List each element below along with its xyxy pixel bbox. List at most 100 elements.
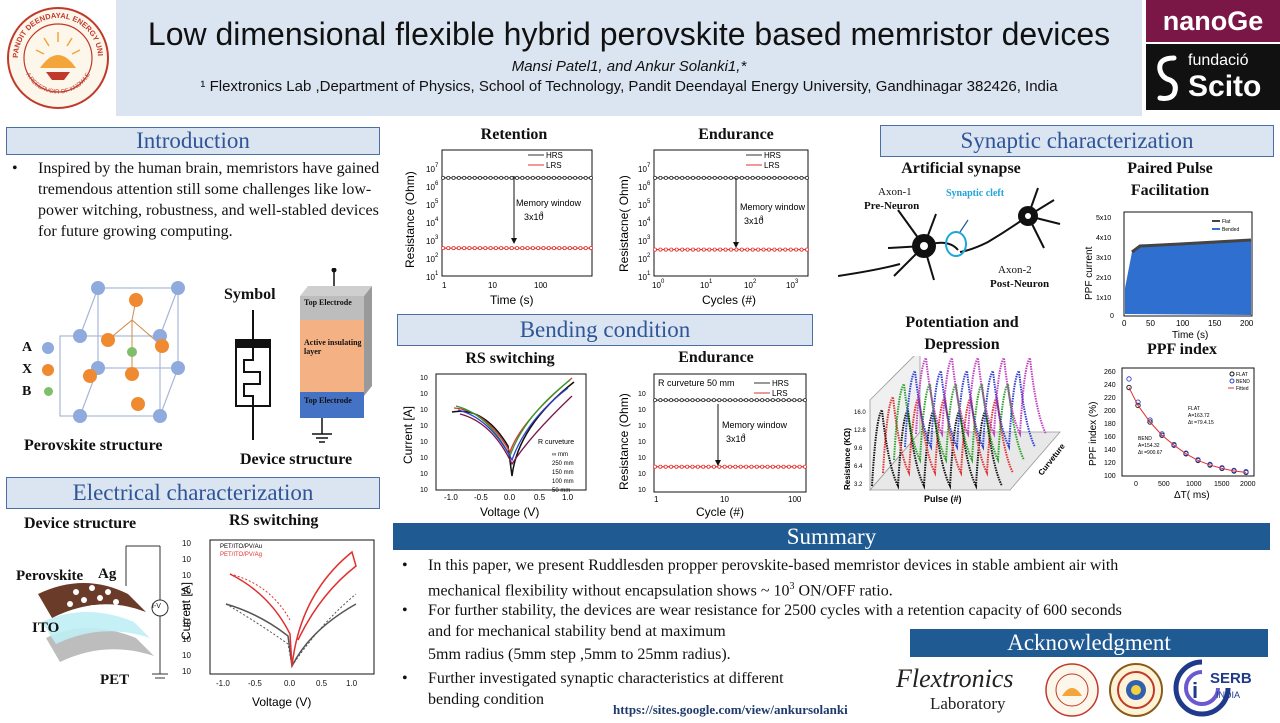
summary-line-1b: mechanical flexibility without encapsula… [428,581,893,600]
ppf-ytick-3: 3x10 [1096,255,1111,262]
svg-text:3: 3 [760,216,764,222]
axon1-label: Axon-1 [878,186,912,198]
data-point-lrs [712,247,717,252]
ppf-xtick-1: 0 [1122,319,1127,328]
serb-logo: i SERB INDIA [1172,658,1272,718]
data-point-hrs [536,175,541,180]
svg-text:PET/ITO/PV/Ag: PET/ITO/PV/Ag [220,552,262,558]
device-layer-stack: Top Electrode Active insulating layer To… [298,267,376,448]
perovskite-legend: A X B [22,340,82,400]
data-point-hrs [770,398,775,403]
data-point-hrs [802,398,807,403]
introduction-bullet: • Inspired by the human brain, memristor… [12,158,382,242]
data-point-lrs [792,464,797,469]
data-point-hrs [744,398,749,403]
data-point-lrs [744,464,749,469]
data-point-hrs [717,398,722,403]
data-point-lrs [663,464,668,469]
data-point-lrs [723,247,728,252]
data-point-lrs [690,464,695,469]
svg-text:PET/ITO/PV/Au: PET/ITO/PV/Au [220,544,262,550]
bullet-dot: • [402,557,408,574]
data-point-bend [1126,376,1132,382]
bending-endurance-ylabel: Resistance (Ohm) [617,393,631,490]
data-point-lrs [578,246,583,251]
svg-text:10: 10 [420,439,428,446]
data-point-lrs [441,246,446,251]
data-point-lrs [520,246,525,251]
svg-text:10: 10 [420,375,428,382]
retention-yexp-4: 4 [435,217,439,223]
ppfi-ytick-8: 240 [1104,382,1116,389]
data-point-hrs [520,175,525,180]
ppf-flat-line [1131,238,1252,254]
data-point-hrs [483,175,488,180]
data-point-hrs [729,175,734,180]
ppfi-note-flat-1: FLAT [1188,406,1200,412]
summary-line-1a: In this paper, we present Ruddlesden pro… [428,557,1119,574]
svg-text:10: 10 [420,487,428,494]
data-point-lrs [695,464,700,469]
pot-ytick-3: 9.6 [854,446,863,452]
data-point-lrs [685,464,690,469]
data-point-hrs [772,175,777,180]
svg-text:Voltage (V): Voltage (V) [252,695,311,709]
data-point-lrs [493,246,498,251]
retention-xtick-3: 100 [534,281,548,290]
data-point-hrs [749,398,754,403]
introduction-text: Inspired by the human brain, memristors … [38,160,380,240]
svg-text:10: 10 [638,165,647,174]
svg-text:10: 10 [182,555,191,564]
data-point-hrs [515,175,520,180]
ppfi-legend-fitted: Fitted [1236,386,1249,392]
data-point-lrs [573,246,578,251]
data-point-hrs [701,398,706,403]
bending-endurance-legend-lrs: LRS [772,389,788,398]
data-point-lrs [706,464,711,469]
axon2-label: Axon-2 [998,264,1032,276]
data-point-lrs [588,246,593,251]
data-point-lrs [701,247,706,252]
data-point-lrs [658,464,663,469]
pdeu-small-logo [1044,662,1100,718]
data-point-hrs [685,398,690,403]
bullet-dot: • [402,602,408,619]
data-point-lrs [797,464,802,469]
data-point-hrs [472,175,477,180]
ppfi-xlabel: ΔT( ms) [1174,490,1210,500]
data-point-lrs [499,246,504,251]
data-point-lrs [658,247,663,252]
potentiation-chart: 3.2 6.4 9.6 12.8 16.0 Pulse (#) Resistan… [840,349,1080,510]
data-point-lrs [525,246,530,251]
legend-x: X [22,362,33,377]
layer-bottom-electrode: Top Electrode [304,396,352,405]
svg-text:5: 5 [647,199,651,205]
summary-bullet-3: • Further investigated synaptic characte… [402,668,868,710]
retention-yexp-7: 7 [435,163,439,169]
data-point-lrs [674,247,679,252]
data-point-lrs [783,247,788,252]
bending-rs-legend-2: 250 mm [552,461,574,467]
endurance1-ylabel: Resistacne( Ohm) [617,175,631,272]
perovskite-figure [18,276,218,436]
endurance1-xtick-1: 10 [652,281,661,290]
lab-url-link[interactable]: https://sites.google.com/view/ankursolan… [613,702,848,717]
retention-legend-lrs: LRS [546,161,562,170]
data-point-hrs [441,175,446,180]
data-point-lrs [701,464,706,469]
svg-text:10: 10 [638,487,646,494]
data-point-lrs [679,464,684,469]
legend-x-dot [42,364,54,376]
data-point-lrs [761,247,766,252]
svg-text:10: 10 [420,455,428,462]
bending-endurance-note: R curveture 50 mm [658,378,735,388]
data-point-lrs [467,246,472,251]
artificial-synapse-title: Artificial synapse [901,160,1021,177]
data-point-hrs [766,175,771,180]
perovskite-label: Perovskite structure [24,437,163,454]
summary-line-2b: and for mechanical stability bend at max… [428,623,726,640]
summary-bullet-2: • For further stability, the devices are… [402,600,1268,665]
svg-text:10: 10 [638,273,647,282]
endurance1-xexp-4: 3 [795,279,799,285]
ppf-ytick-2: 2x10 [1096,275,1111,282]
